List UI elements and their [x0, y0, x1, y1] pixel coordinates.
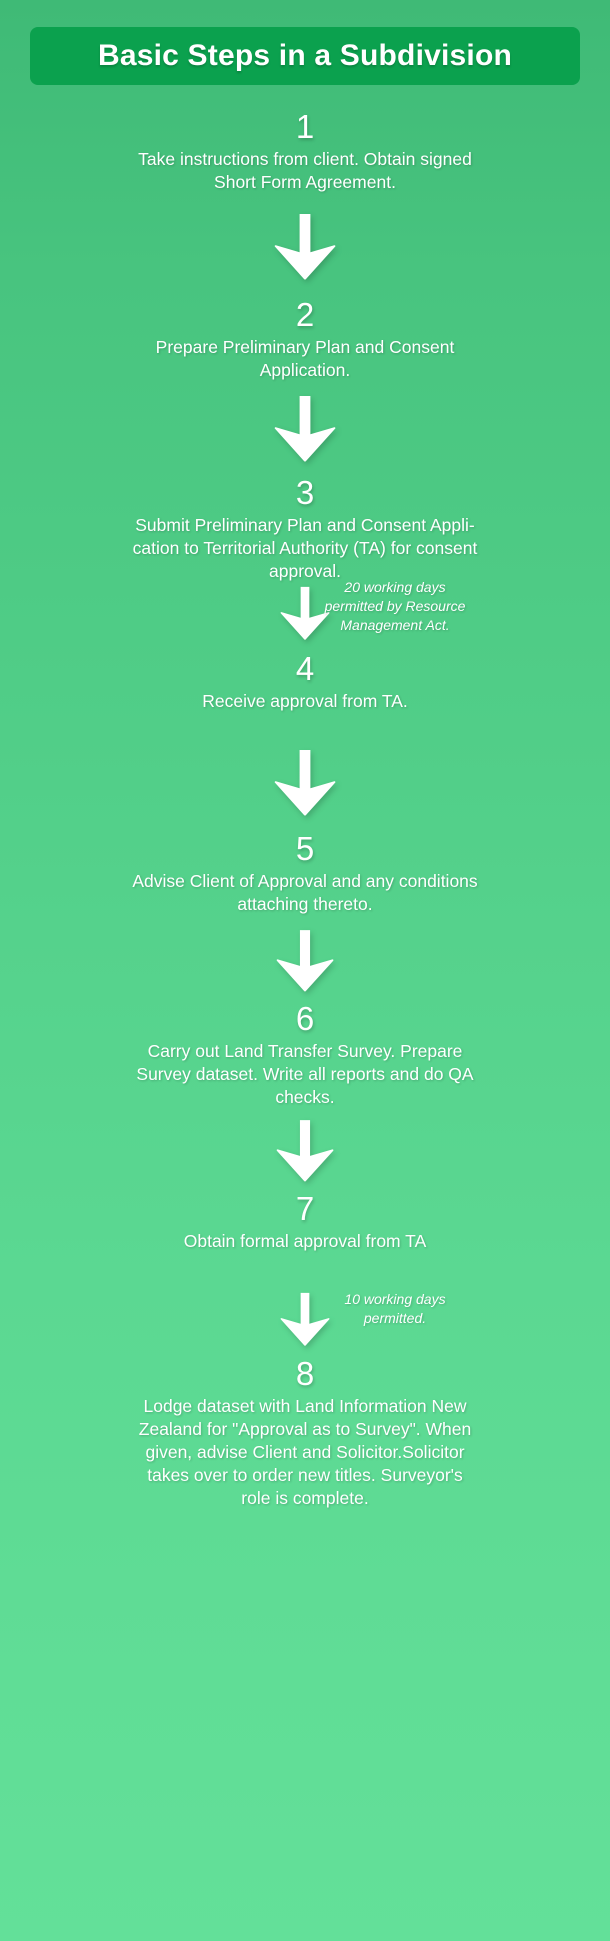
step-body: Lodge dataset with Land Information New … — [138, 1396, 472, 1508]
step-2: 2 Prepare Preliminary Plan and Consent A… — [0, 296, 610, 382]
step-4: 4 Receive approval from TA. — [0, 650, 610, 713]
step-body: Receive approval from TA. — [202, 691, 408, 711]
arrow-3-to-4 — [0, 586, 610, 641]
step-3: 3 Submit Preliminary Plan and Consent Ap… — [0, 474, 610, 583]
step-number: 6 — [295, 1000, 315, 1037]
arrow-5-to-6 — [0, 930, 610, 992]
down-arrow-icon — [274, 750, 336, 816]
step-8: 8 Lodge dataset with Land Information Ne… — [0, 1355, 610, 1510]
step-1: 1 Take instructions from client. Obtain … — [0, 108, 610, 194]
step-body: Advise Client of Approval and any condit… — [132, 871, 478, 914]
arrow-2-to-3 — [0, 396, 610, 462]
step-number: 4 — [295, 650, 315, 687]
down-arrow-icon — [276, 930, 334, 992]
note-after-step-7: 10 working days permitted. — [344, 1291, 446, 1326]
down-arrow-icon — [274, 396, 336, 462]
down-arrow-icon — [274, 214, 336, 280]
page-title: Basic Steps in a Subdivision — [97, 39, 513, 72]
arrow-1-to-2 — [0, 214, 610, 280]
title-banner: Basic Steps in a Subdivision — [30, 27, 580, 85]
step-6: 6 Carry out Land Transfer Survey. Prepar… — [0, 1000, 610, 1109]
step-number: 3 — [295, 474, 315, 511]
step-5: 5 Advise Client of Approval and any cond… — [0, 830, 610, 916]
note-after-step-3: 20 working days permitted by Resource Ma… — [324, 579, 466, 633]
step-number: 2 — [295, 296, 315, 333]
arrow-6-to-7 — [0, 1120, 610, 1182]
step-number: 8 — [295, 1355, 315, 1392]
step-body: Take instructions from client. Obtain si… — [138, 149, 472, 192]
step-number: 7 — [295, 1190, 315, 1227]
step-body: Obtain formal approval from TA — [183, 1231, 427, 1251]
down-arrow-icon — [280, 586, 330, 640]
step-body: Carry out Land Transfer Survey. Prepare … — [136, 1041, 474, 1107]
down-arrow-icon — [280, 1292, 330, 1346]
step-number: 5 — [295, 830, 315, 867]
arrow-4-to-5 — [0, 750, 610, 816]
step-body: Prepare Preliminary Plan and Consent App… — [155, 337, 455, 380]
step-body: Submit Preliminary Plan and Consent Appl… — [132, 515, 478, 581]
arrow-7-to-8 — [0, 1292, 610, 1347]
step-7: 7 Obtain formal approval from TA — [0, 1190, 610, 1253]
down-arrow-icon — [276, 1120, 334, 1182]
step-number: 1 — [295, 108, 315, 145]
